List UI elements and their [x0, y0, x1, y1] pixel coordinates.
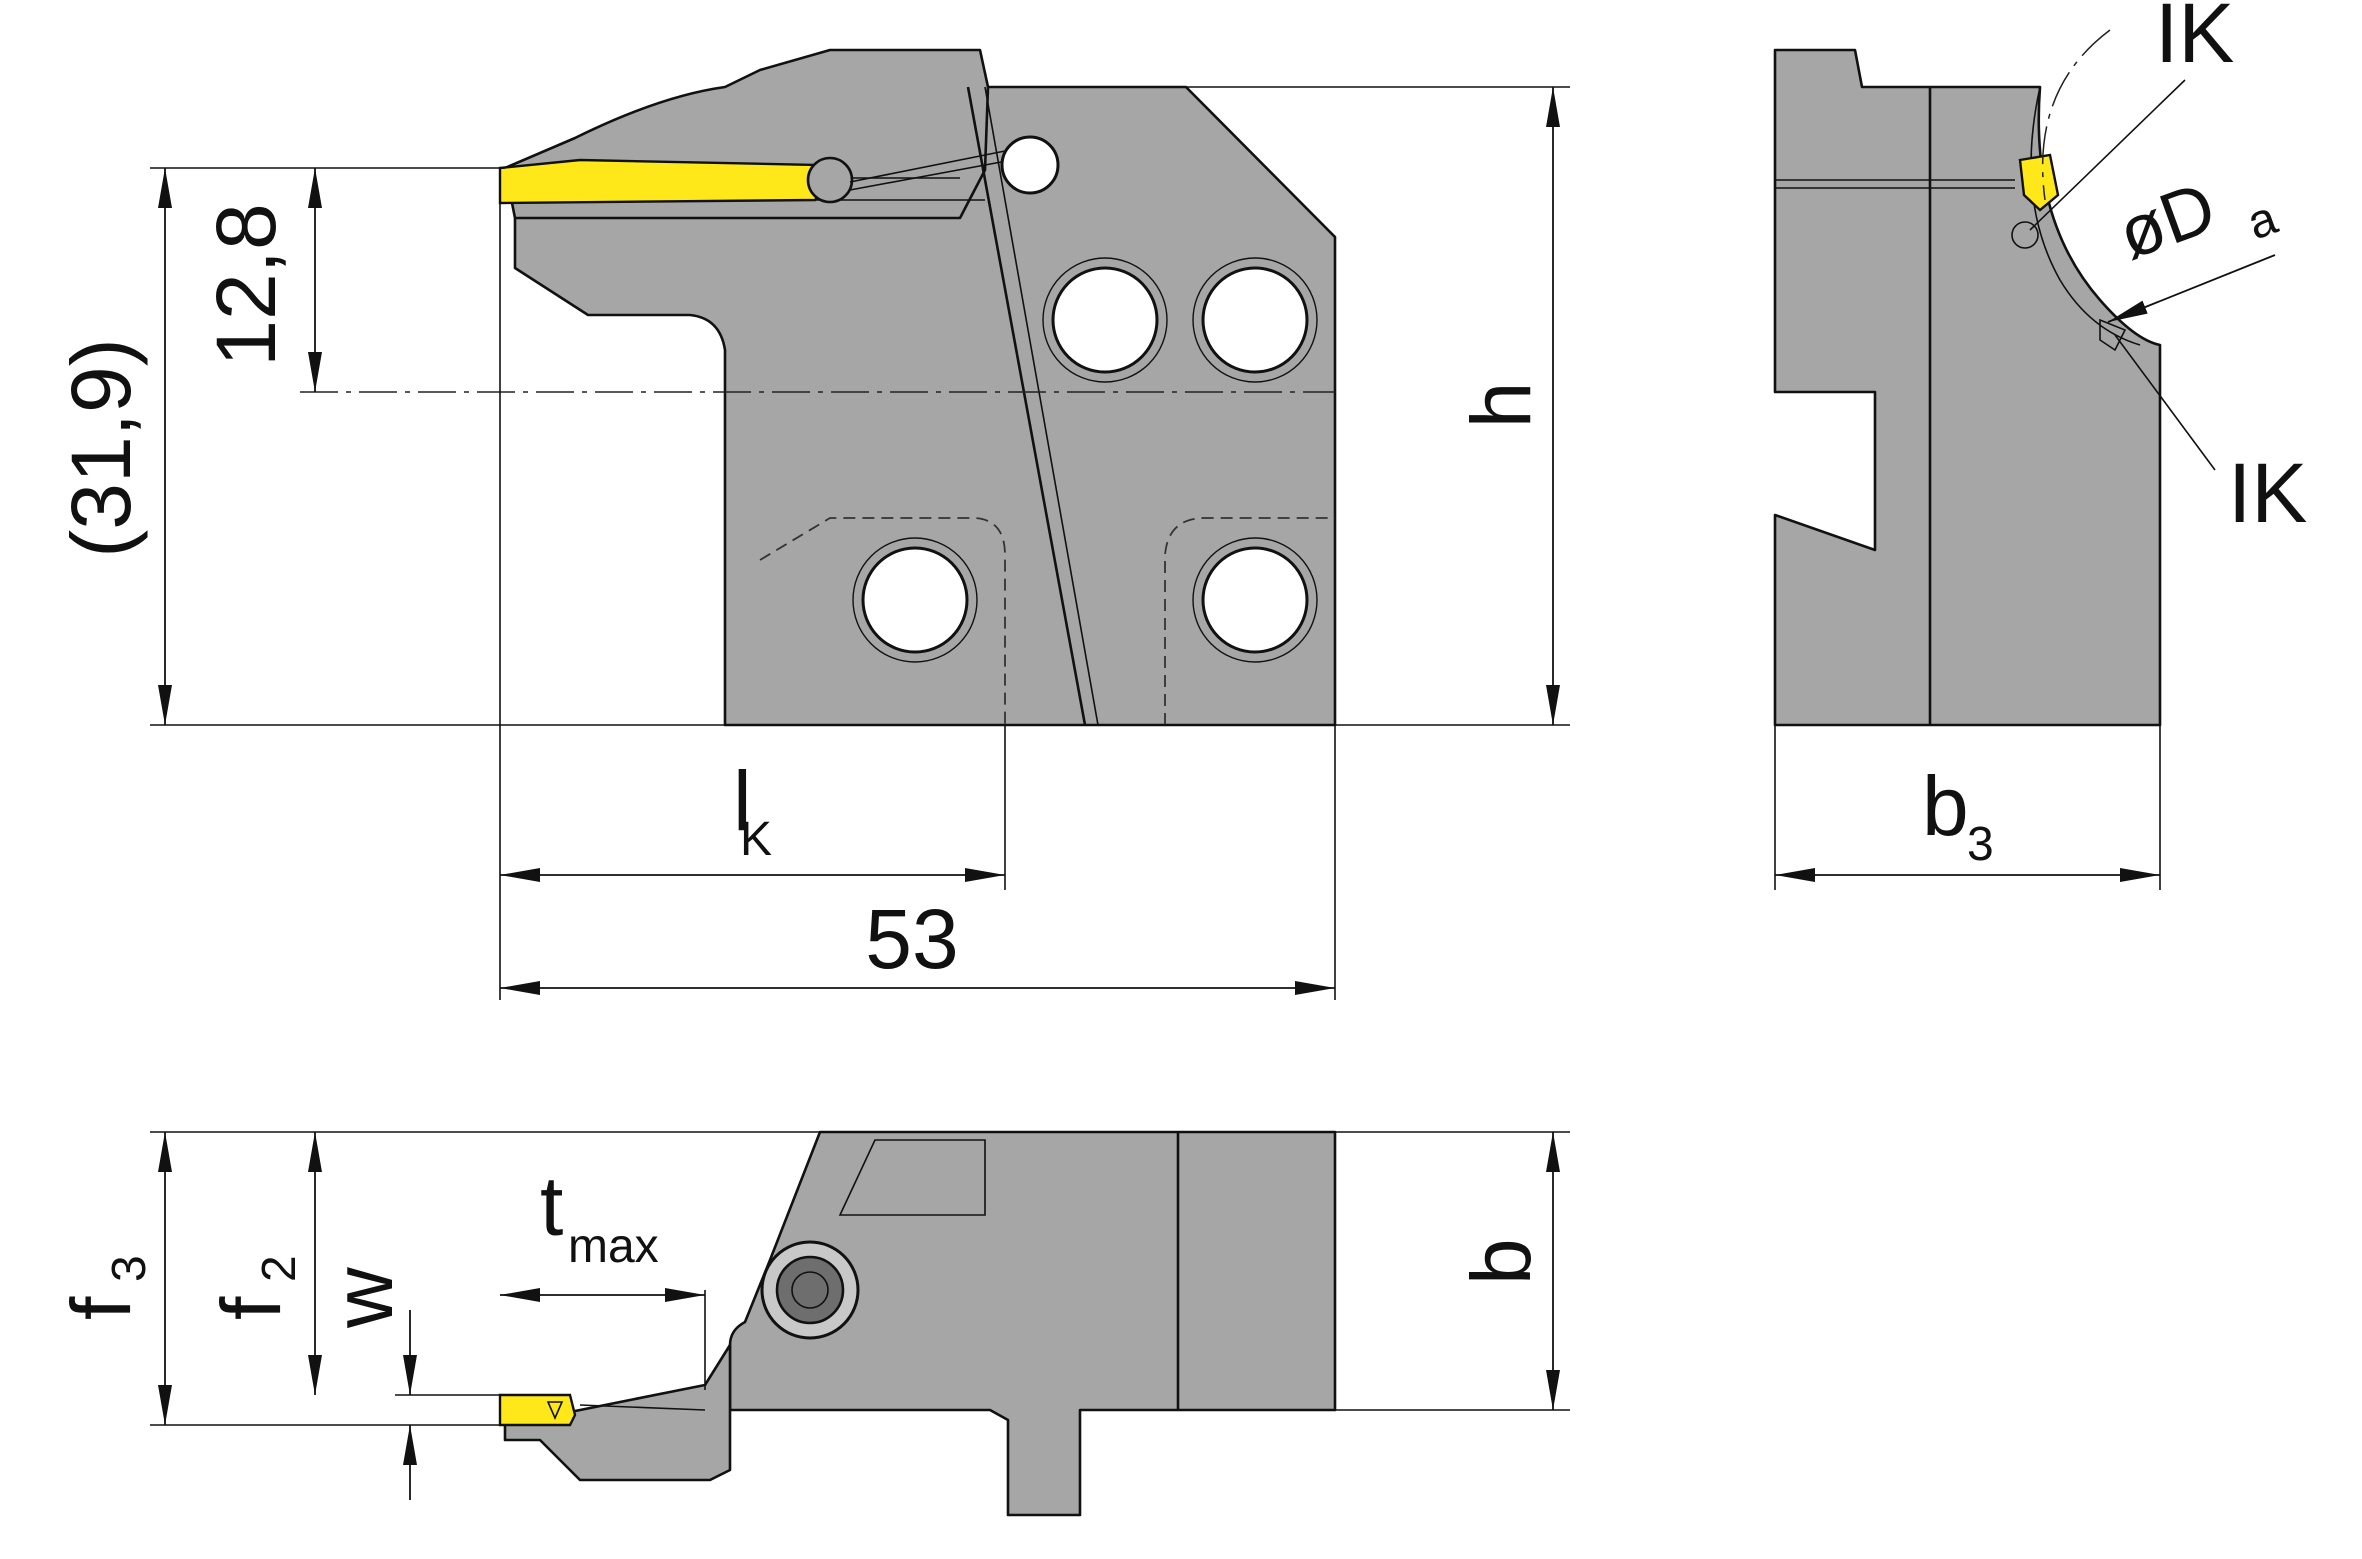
front-view-screw: [806, 156, 854, 204]
top-view-screw-inner: [775, 1255, 845, 1325]
hole-lower-left: [861, 546, 969, 654]
hole-upper-left-ring: [1042, 257, 1168, 383]
label-b3: b: [1922, 759, 1969, 853]
hole-upper-left: [1051, 266, 1159, 374]
label-f2-sub: 2: [253, 1255, 306, 1282]
label-h: h: [1454, 382, 1548, 429]
side-view-pin: [2011, 221, 2039, 249]
hidden-pocket-right: [1164, 517, 1335, 725]
front-view: (31,9) 12,8 h l K 53: [54, 48, 1570, 1000]
label-tmax: t: [540, 1159, 563, 1253]
label-da-sub: a: [2241, 191, 2284, 250]
top-view-blade-line: [579, 1404, 706, 1411]
front-view-slant-line-inner: [984, 86, 1099, 726]
ik-top-leader: [2029, 79, 2186, 231]
front-view-holes: [852, 257, 1318, 663]
hole-lower-left-ring: [852, 537, 978, 663]
label-b3-sub: 3: [1967, 818, 1994, 871]
top-view-slot: [838, 1139, 986, 1216]
side-view-curve-line: [2030, 86, 2141, 346]
front-view-coolant-hole: [1000, 135, 1060, 195]
label-ik-bottom: IK: [2228, 446, 2307, 540]
label-f3-sub: 3: [103, 1255, 156, 1282]
hole-lower-right-ring: [1192, 537, 1318, 663]
hole-lower-right: [1201, 546, 1309, 654]
side-view-arc-centerline: [2041, 29, 2111, 201]
label-53: 53: [865, 892, 958, 986]
top-view-screw-socket: [791, 1271, 829, 1309]
top-view-insert: [498, 1393, 577, 1427]
hole-upper-right: [1201, 266, 1309, 374]
label-tmax-sub: max: [568, 1220, 659, 1273]
label-f2: f: [204, 1296, 298, 1320]
dim-da-leader: [2107, 254, 2276, 323]
front-view-slant-line: [966, 86, 1087, 726]
coolant-line-2: [849, 159, 1013, 191]
label-w: w: [316, 1267, 410, 1329]
top-view-blade: [503, 1343, 732, 1482]
label-31-9: (31,9): [54, 338, 148, 557]
top-view-insert-chip: [546, 1401, 564, 1420]
label-da: øD: [2108, 167, 2226, 275]
side-view-body: [1773, 48, 2162, 727]
side-view-lower-insert: [2099, 318, 2127, 352]
top-view: f 3 f 2 w t max b: [54, 1130, 1570, 1517]
front-view-insert: [498, 158, 832, 205]
label-12-8: 12,8: [199, 203, 293, 367]
coolant-line: [849, 149, 1011, 183]
side-view-insert: [2018, 153, 2060, 212]
label-f3: f: [54, 1296, 148, 1320]
label-lk: l: [733, 754, 752, 848]
hidden-pocket-left: [759, 517, 1006, 725]
label-b: b: [1454, 1238, 1548, 1285]
ik-bottom-leader: [2114, 334, 2216, 471]
label-lk-sub: K: [740, 813, 772, 866]
label-ik-top: IK: [2155, 0, 2234, 80]
hole-upper-right-ring: [1192, 257, 1318, 383]
side-view: IK IK øD a b 3: [1773, 0, 2307, 890]
top-view-holder-body: [728, 1130, 1337, 1517]
